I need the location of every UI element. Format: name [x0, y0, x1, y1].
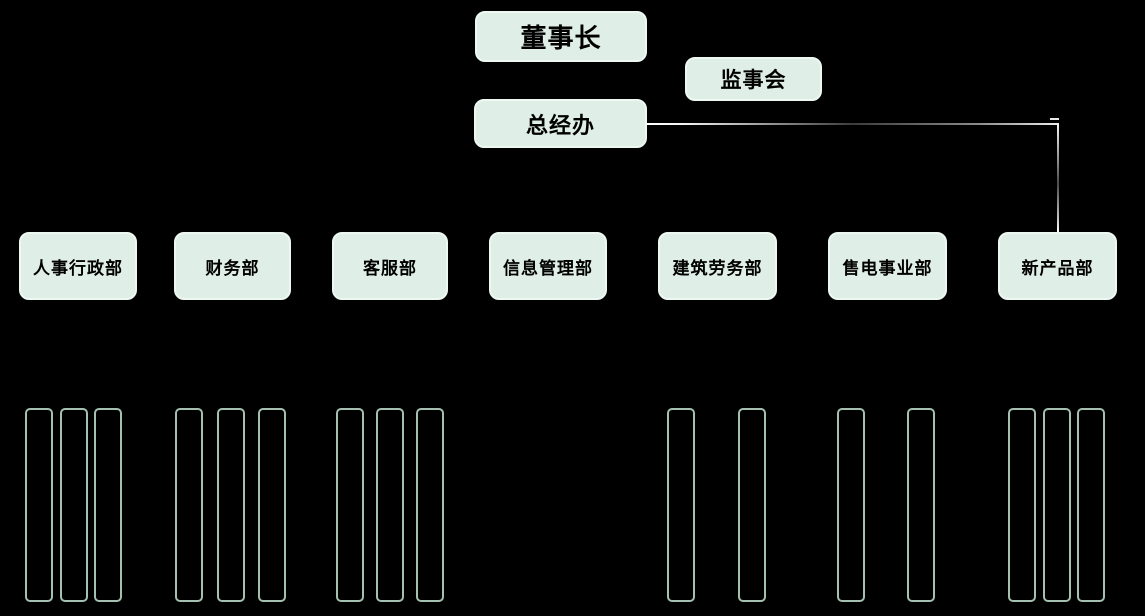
connector-vertical-line [1057, 124, 1059, 232]
department-node: 售电事业部 [828, 232, 947, 300]
department-node-label: 售电事业部 [842, 258, 933, 279]
connector-corner-tick [1050, 118, 1059, 120]
department-node: 新产品部 [998, 232, 1117, 300]
department-node: 客服部 [332, 232, 448, 300]
department-node: 建筑劳务部 [658, 232, 777, 300]
sub-position-slot [1077, 408, 1105, 602]
department-node-label: 财务部 [205, 258, 260, 279]
sub-position-slot [1043, 408, 1071, 602]
sub-position-slot [1008, 408, 1036, 602]
sub-position-slot [175, 408, 203, 602]
department-node-label: 客服部 [363, 258, 417, 279]
department-node: 信息管理部 [489, 232, 607, 300]
sub-position-slot [376, 408, 404, 602]
sub-position-slot [25, 408, 53, 602]
org-node-supervisory-board-label: 监事会 [720, 68, 787, 92]
department-node: 人事行政部 [19, 232, 137, 300]
department-node-label: 新产品部 [1021, 258, 1094, 279]
sub-position-slot [217, 408, 245, 602]
org-node-supervisory-board: 监事会 [685, 57, 822, 101]
org-node-chairman-label: 董事长 [520, 24, 602, 54]
department-node: 财务部 [174, 232, 291, 300]
connector-horizontal-line [647, 123, 1059, 125]
sub-position-slot [837, 408, 865, 602]
org-node-chairman: 董事长 [475, 11, 647, 62]
sub-position-slot [416, 408, 444, 602]
department-node-label: 建筑劳务部 [672, 258, 763, 279]
sub-position-slot [336, 408, 364, 602]
org-node-gm-office-label: 总经办 [525, 113, 595, 139]
sub-position-slot [907, 408, 935, 602]
department-node-label: 信息管理部 [503, 258, 593, 279]
department-node-label: 人事行政部 [33, 258, 123, 279]
sub-position-slot [258, 408, 286, 602]
sub-position-slot [667, 408, 695, 602]
sub-position-slot [738, 408, 766, 602]
sub-position-slot [60, 408, 88, 602]
sub-position-slot [94, 408, 122, 602]
org-node-gm-office: 总经办 [474, 99, 647, 148]
